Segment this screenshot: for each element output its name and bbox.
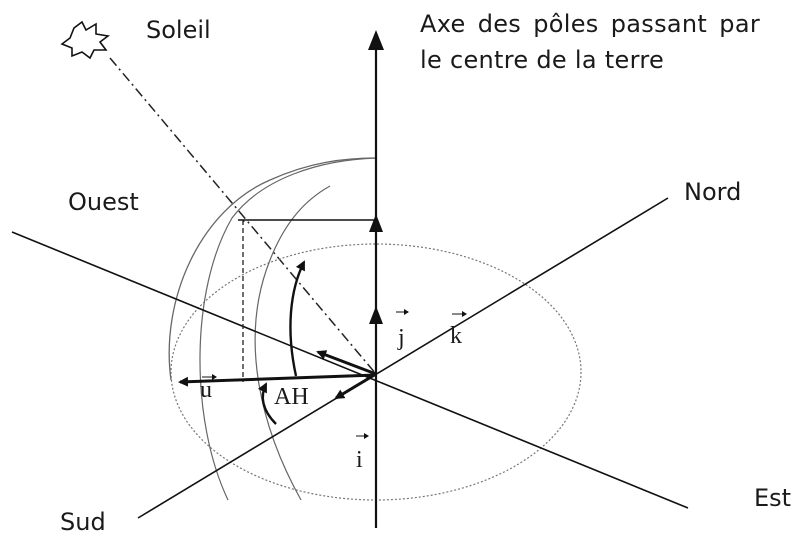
vector-k-label-group: k <box>450 311 467 349</box>
sun-direction-vector <box>316 350 377 376</box>
vector-j-label: j <box>397 325 405 351</box>
sud-label: Sud <box>60 508 106 536</box>
meridian-arc-inner <box>254 185 331 501</box>
ouest-label: Ouest <box>68 188 139 216</box>
soleil-label: Soleil <box>146 16 211 44</box>
hemisphere-outline <box>168 157 377 381</box>
south-north-line <box>137 197 669 519</box>
est-label: Est <box>754 484 791 512</box>
vector-u <box>178 373 377 387</box>
projection-dash-horizontal <box>242 219 245 223</box>
ah-arc-arrow <box>257 382 277 425</box>
polar-axis-arrowhead <box>368 30 384 50</box>
sun-icon <box>60 20 110 60</box>
vector-k-label: k <box>450 323 462 349</box>
west-east-line <box>11 231 689 509</box>
elevation-arc-arrow <box>289 260 306 377</box>
vector-u-label-group: u <box>200 374 217 403</box>
angle-ah-label: AH <box>274 384 309 410</box>
polar-axis-caption: Axe des pôles passant par le centre de l… <box>420 10 760 74</box>
vector-j-label-group: j <box>396 309 409 351</box>
vector-i-label: i <box>356 447 363 473</box>
axis-arrow-upper <box>369 214 383 232</box>
south-vector <box>334 372 377 400</box>
axis-arrow-j <box>369 306 383 324</box>
vector-u-label: u <box>200 377 212 403</box>
nord-label: Nord <box>684 178 741 206</box>
meridian-arc-outer <box>199 157 377 501</box>
sun-ray-line <box>109 57 377 375</box>
vector-i-label-group: i <box>356 433 369 473</box>
